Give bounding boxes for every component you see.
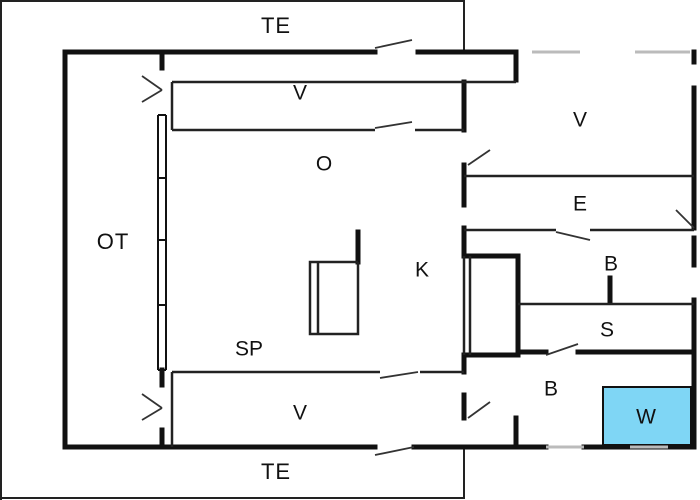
label-bedroom-bottom: V bbox=[293, 402, 307, 425]
label-utility: W bbox=[636, 406, 656, 429]
windows bbox=[532, 50, 690, 449]
label-bedroom-top-left: V bbox=[293, 82, 307, 105]
label-covered-terrace: OT bbox=[97, 229, 130, 254]
label-sauna: S bbox=[600, 319, 614, 342]
label-kitchen: K bbox=[415, 259, 429, 282]
label-entrance: E bbox=[573, 193, 587, 216]
label-living-room: O bbox=[316, 153, 332, 176]
label-terrace-bottom: TE bbox=[261, 459, 291, 484]
label-terrace-top: TE bbox=[261, 13, 291, 38]
label-bathroom-top: B bbox=[604, 253, 618, 276]
label-bathroom-bottom: B bbox=[544, 378, 558, 401]
label-bedroom-top-right: V bbox=[573, 109, 587, 132]
label-dining: SP bbox=[235, 338, 263, 361]
terrace-outline bbox=[0, 0, 465, 500]
door-swings bbox=[141, 39, 695, 456]
thin-walls bbox=[170, 80, 694, 447]
terrace-glazing bbox=[157, 114, 167, 371]
